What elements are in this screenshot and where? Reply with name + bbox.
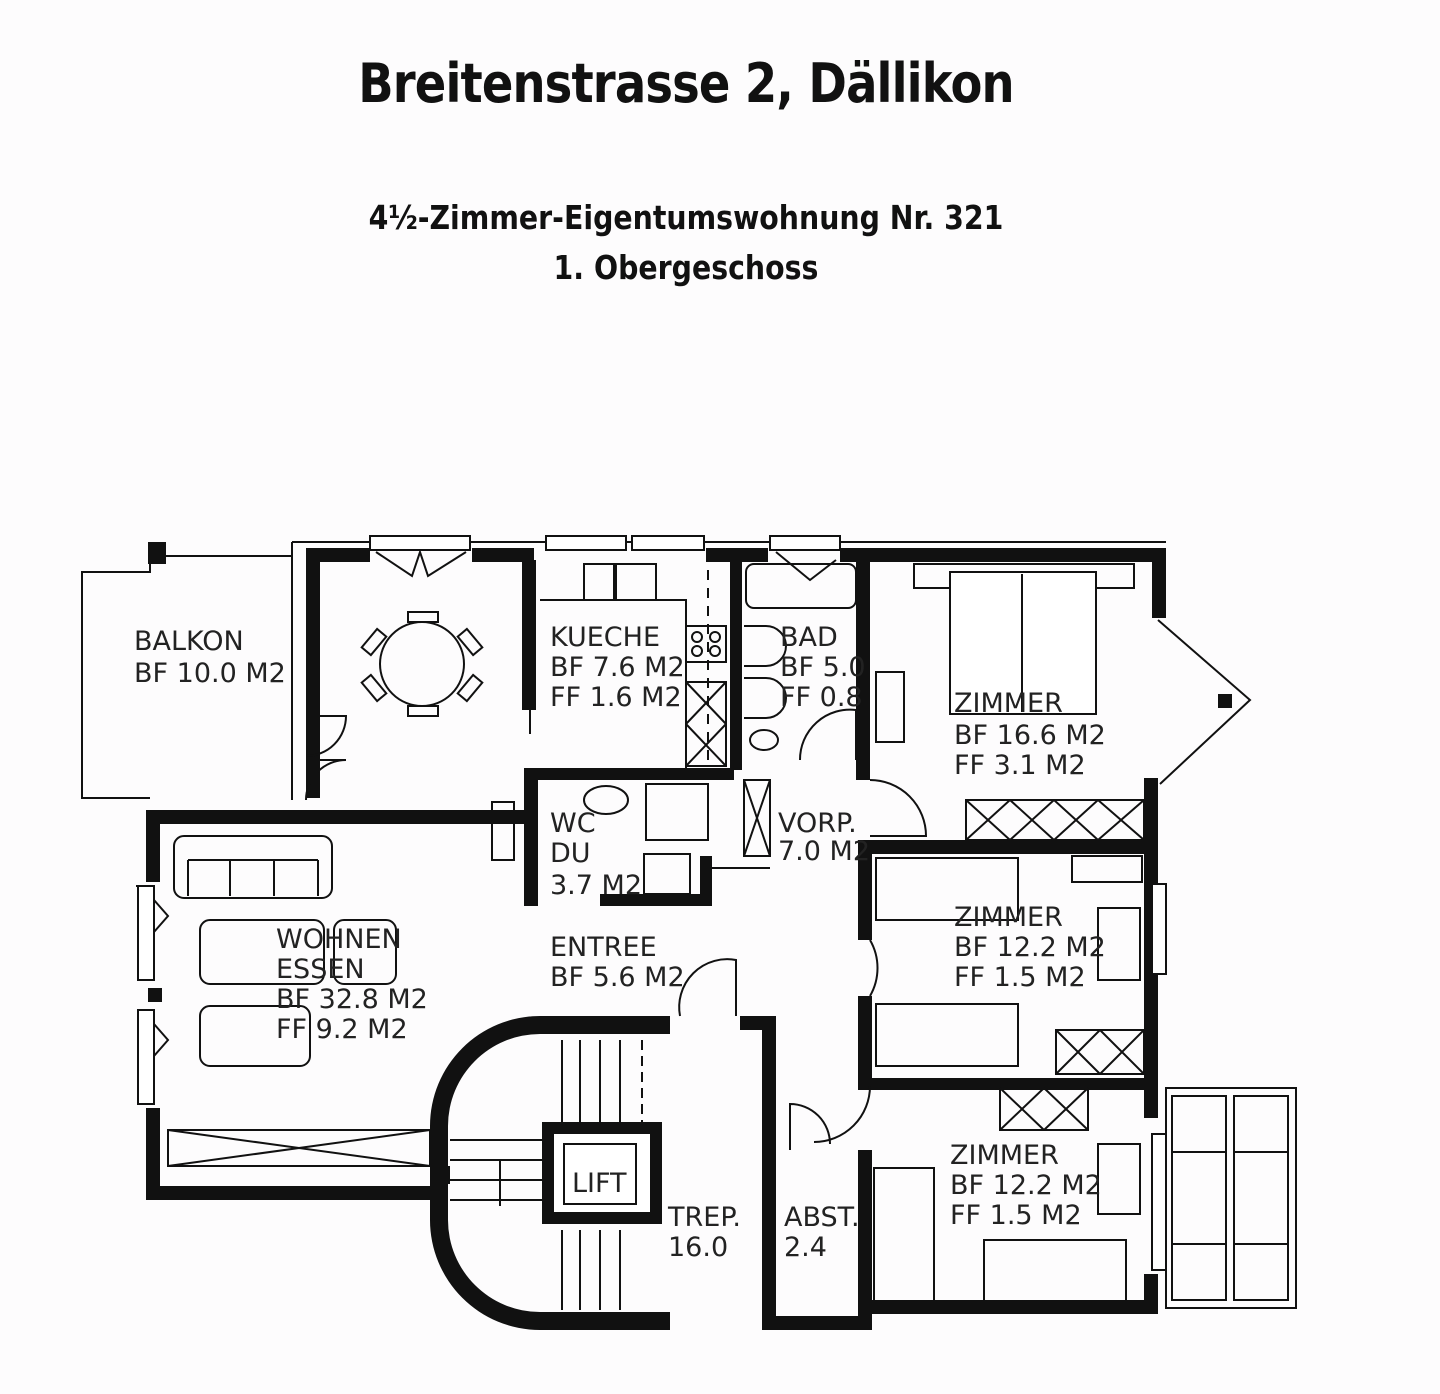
abst-area: 2.4 bbox=[784, 1232, 827, 1263]
zimmer3-bf: BF 12.2 M2 bbox=[950, 1170, 1102, 1201]
zimmer1-label: ZIMMER bbox=[954, 688, 1063, 719]
entree-bf: BF 5.6 M2 bbox=[550, 962, 685, 993]
lift-label: LIFT bbox=[572, 1168, 627, 1199]
wohnen-bf: BF 32.8 M2 bbox=[276, 984, 428, 1015]
wohnen-ff: FF 9.2 M2 bbox=[276, 1014, 408, 1045]
entree-label: ENTREE bbox=[550, 932, 657, 963]
zimmer3-ff: FF 1.5 M2 bbox=[950, 1200, 1082, 1231]
balkon-label: BALKON bbox=[134, 626, 244, 657]
wc-label: WC bbox=[550, 808, 596, 839]
vorp-area: 7.0 M2 bbox=[778, 836, 870, 867]
balkon-area: BF 10.0 M2 bbox=[134, 658, 286, 689]
kueche-ff: FF 1.6 M2 bbox=[550, 682, 682, 713]
dining-table bbox=[360, 611, 484, 717]
trep-label: TREP. bbox=[667, 1202, 741, 1233]
zimmer3-label: ZIMMER bbox=[950, 1140, 1059, 1171]
floor-label: 1. Obergeschoss bbox=[553, 248, 819, 287]
apartment-subtitle: 4½-Zimmer-Eigentumswohnung Nr. 321 bbox=[368, 198, 1004, 237]
zimmer2-label: ZIMMER bbox=[954, 902, 1063, 933]
wc-area: 3.7 M2 bbox=[550, 870, 642, 901]
du-label: DU bbox=[550, 838, 591, 869]
zimmer2-ff: FF 1.5 M2 bbox=[954, 962, 1086, 993]
bad-ff: FF 0.8 bbox=[780, 682, 863, 713]
balcony bbox=[81, 542, 292, 799]
abst-label: ABST. bbox=[784, 1202, 860, 1233]
bad-label: BAD bbox=[780, 622, 838, 653]
bad-bf: BF 5.0 bbox=[780, 652, 866, 683]
trep-area: 16.0 bbox=[668, 1232, 728, 1263]
zimmer2-bf: BF 12.2 M2 bbox=[954, 932, 1106, 963]
essen-label: ESSEN bbox=[276, 954, 365, 985]
page-title: Breitenstrasse 2, Dällikon bbox=[358, 52, 1014, 115]
zimmer1-ff: FF 3.1 M2 bbox=[954, 750, 1086, 781]
zimmer1-bf: BF 16.6 M2 bbox=[954, 720, 1106, 751]
kueche-bf: BF 7.6 M2 bbox=[550, 652, 685, 683]
vorp-label: VORP. bbox=[778, 808, 857, 839]
wohnen-label: WOHNEN bbox=[276, 924, 402, 955]
kueche-label: KUECHE bbox=[550, 622, 660, 653]
